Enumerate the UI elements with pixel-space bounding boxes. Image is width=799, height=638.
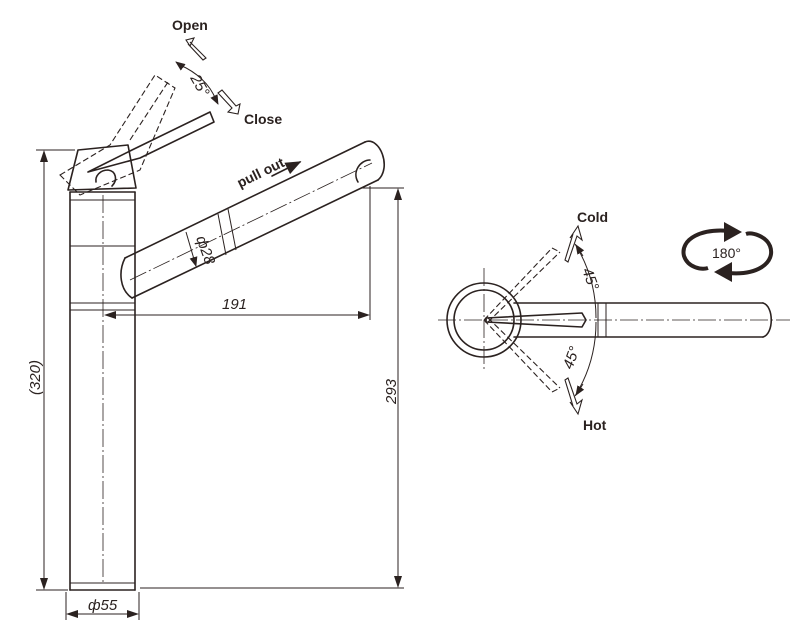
open-close-indicator: Open Close — [172, 17, 282, 127]
cold-position: 45° Cold — [483, 209, 608, 323]
close-label: Close — [244, 111, 282, 127]
spout — [120, 140, 385, 299]
open-label: Open — [172, 17, 208, 33]
lever-angle-label: 25° — [186, 71, 213, 100]
hot-angle-label: 45° — [560, 344, 584, 371]
rotation-label: 180° — [712, 245, 741, 261]
cold-label: Cold — [577, 209, 608, 225]
hot-arrow — [564, 377, 584, 416]
rotation-arrow-upper — [681, 228, 739, 271]
base-diameter-dimension: ф55 — [65, 592, 140, 620]
spout-height-label: 293 — [383, 378, 400, 405]
top-spout — [513, 302, 773, 338]
rotation-indicator: 180° — [681, 222, 774, 282]
spout-diameter-dimension: ф28 — [185, 231, 218, 268]
cold-angle-label: 45° — [578, 266, 602, 293]
spout-diameter-label: ф28 — [192, 234, 218, 268]
pull-out-arrow — [271, 161, 302, 177]
cold-arrow — [564, 224, 584, 263]
hot-label: Hot — [583, 417, 607, 433]
body-inner-circle — [453, 289, 515, 351]
rotation-arrow-lower — [719, 231, 774, 276]
top-view: 45° Cold 45° Hot 180° — [438, 209, 790, 433]
body-outer-circle — [446, 282, 522, 358]
total-height-dimension: (320) — [27, 149, 75, 591]
close-arrow — [217, 89, 241, 115]
spout-reach-label: 191 — [222, 296, 247, 313]
faucet-body — [69, 191, 136, 591]
pull-out-indicator: pull out — [234, 154, 302, 191]
side-view: ф28 pull out 25° Open Close ( — [27, 17, 404, 620]
spout-reach-dimension: 191 — [104, 186, 371, 320]
base-diameter-label: ф55 — [88, 597, 118, 614]
lever-angle-dimension: 25° — [175, 61, 219, 105]
total-height-label: (320) — [27, 360, 44, 395]
open-arrow — [185, 37, 207, 61]
lever-open-position — [59, 74, 176, 196]
hot-position: 45° Hot — [483, 317, 607, 433]
spout-height-dimension: 293 — [140, 187, 404, 589]
